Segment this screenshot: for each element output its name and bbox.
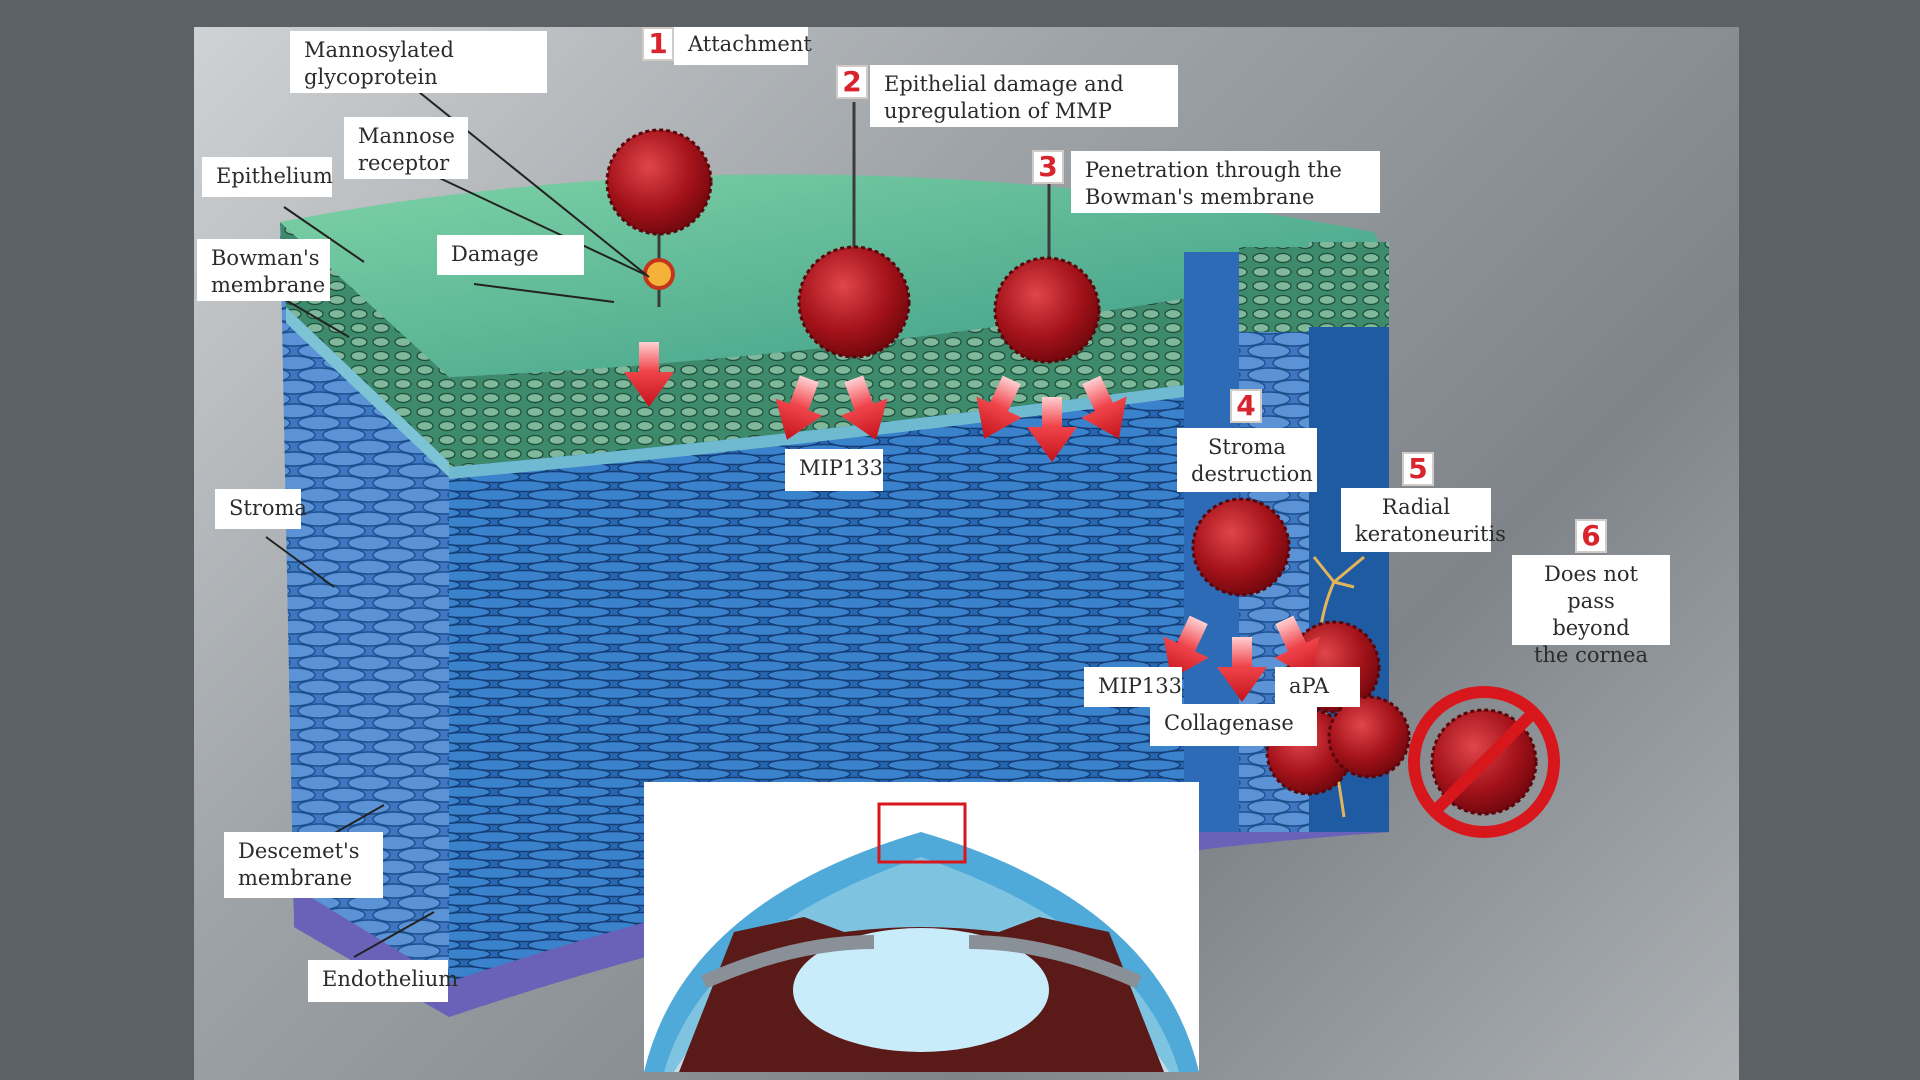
mannosylated-glycoprotein-label: Mannosylated glycoprotein <box>290 31 547 93</box>
mip133-label-left: MIP133 <box>785 449 883 491</box>
front-bowman <box>449 357 1389 479</box>
step-6-text: Does not pass beyond the cornea <box>1512 555 1670 667</box>
mannose-receptor-label: Mannose receptor <box>344 117 468 179</box>
step-2-text: Epithelial damage and upregulation of MM… <box>870 65 1178 127</box>
endothelium-label: Endothelium <box>308 960 458 1002</box>
eye-diagram <box>644 782 1199 1072</box>
eye-cross-section-inset <box>644 782 1199 1072</box>
step-4-badge: 4 <box>1230 389 1262 423</box>
step-3-badge: 3 <box>1032 150 1064 184</box>
acanthamoeba-attachment <box>605 128 713 307</box>
down-arrow-icon <box>624 342 1320 702</box>
step-1-text: Attachment <box>674 27 812 65</box>
damage-label: Damage <box>437 235 584 275</box>
left-side-bowman <box>286 307 449 477</box>
step-1-badge: 1 <box>642 27 674 61</box>
front-epithelium <box>449 262 1389 467</box>
collagenase-label: Collagenase <box>1150 704 1317 746</box>
descemets-membrane-label: Descemet's membrane <box>224 832 383 898</box>
stroma-label: Stroma <box>215 489 307 529</box>
step-4-text: Stroma destruction <box>1177 428 1317 492</box>
bowmans-membrane-label: Bowman's membrane <box>197 239 330 301</box>
diagram-panel: Mannosylated glycoprotein Mannose recept… <box>194 27 1739 1080</box>
step-3-text: Penetration through the Bowman's membran… <box>1071 151 1380 213</box>
acanthamoeba-epithelial <box>797 102 911 359</box>
step-6-badge: 6 <box>1575 519 1607 553</box>
acanthamoeba-penetration <box>993 167 1101 364</box>
step-2-badge: 2 <box>836 65 868 99</box>
step-5-badge: 5 <box>1402 452 1434 486</box>
prohibited-icon <box>1408 686 1560 838</box>
step-5-text: Radial keratoneuritis <box>1341 488 1506 552</box>
mip133-label-right: MIP133 <box>1084 667 1182 707</box>
epithelium-label: Epithelium <box>202 157 333 197</box>
acanthamoeba-stroma <box>1191 497 1291 597</box>
apa-label: aPA <box>1275 667 1360 707</box>
